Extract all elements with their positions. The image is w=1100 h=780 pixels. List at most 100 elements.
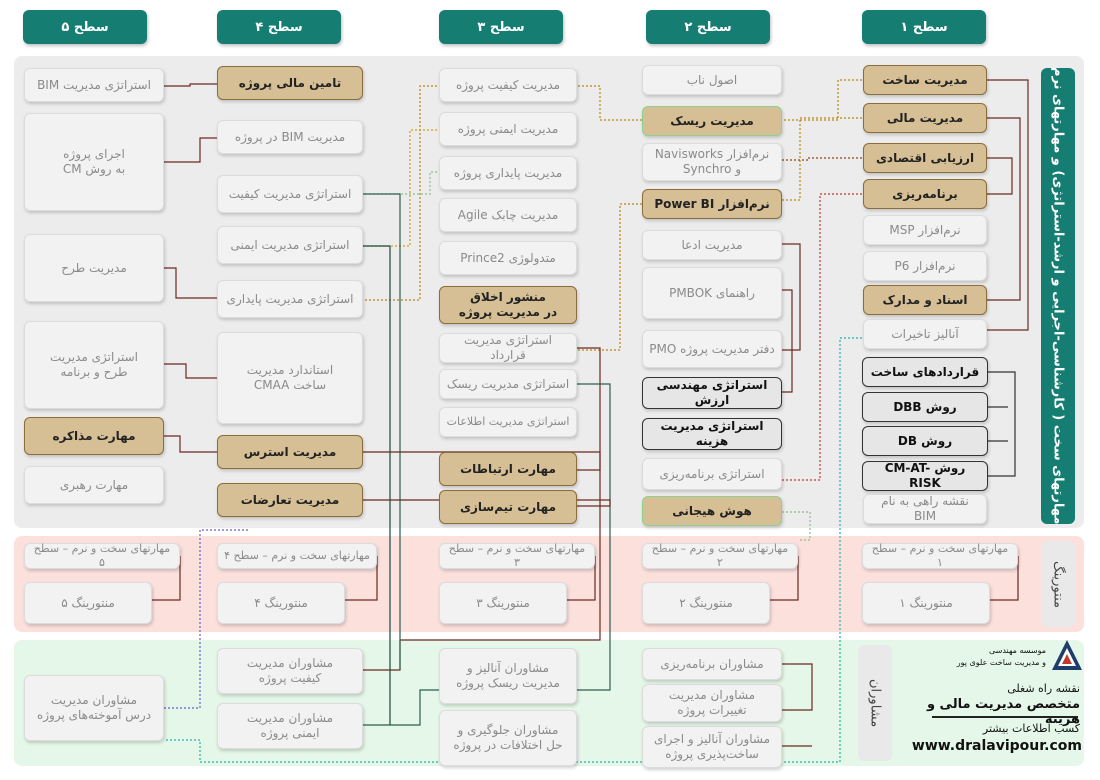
company-logo [1050,638,1084,672]
connector-line [990,556,1019,601]
node-planning: برنامه‌ریزی [863,179,987,209]
node-power-bi: نرم‌افزار Power BI [642,189,782,219]
node-pmo: دفتر مدیریت پروژه PMO [642,330,782,368]
node-sustainability-management-strategy: استراتژی مدیریت پایداری [217,280,363,318]
connector-line [782,193,862,481]
node-project-sustainability-management: مدیریت پایداری پروژه [439,156,577,190]
node-bim-in-project: مدیریت BIM در پروژه [217,120,363,154]
connector-line [345,556,378,601]
mentoring-skills-level-3: مهارتهای سخت و نرم – سطح ۳ [439,542,595,569]
node-plan-management: مدیریت طرح [24,234,164,302]
node-conflict-management: مدیریت تعارضات [217,483,363,517]
mentoring-skills-level-4: مهارتهای سخت و نرم – سطح ۴ [217,543,377,569]
level-4-header: سطح ۴ [217,10,341,44]
mentoring-label: منتورینگ [1041,541,1075,627]
node-bim-management-strategy: استراتژی مدیریت BIM [24,68,164,102]
connector-line [770,556,799,601]
node-pmbok-guide: راهنمای PMBOK [642,267,782,319]
node-quality-management-strategy: استراتژی مدیریت کیفیت [217,175,363,213]
mentoring-4: منتورینگ ۴ [217,582,345,624]
connector-line [782,157,862,161]
connector-line [152,556,181,601]
node-agile-management: مدیریت چابک Agile [439,198,577,232]
connector-line [987,117,1021,301]
node-emotional-intelligence: هوش هیجانی [642,496,782,526]
mentoring-skills-level-2: مهارتهای سخت و نرم – سطح ۲ [642,542,798,569]
connector-line [164,529,250,709]
node-risk-management-strategy: استراتژی مدیریت ریسک [439,369,577,399]
connector-line [782,663,813,711]
connector-line [988,371,1016,477]
node-lean-principles: اصول ناب [642,65,782,95]
node-bim-roadmap: نقشه راهی به نام BIM [863,494,987,524]
node-delay-analysis: آنالیز تاخیرات [863,319,987,349]
node-risk-management: مدیریت ریسک [642,106,782,136]
connector-line [782,243,801,351]
node-value-engineering-strategy: استراتژی مهندسی ارزش [642,377,782,409]
node-cmaa-standard: استاندارد مدیریت ساخت CMAA [217,332,363,424]
node-financial-management: مدیریت مالی [863,103,987,133]
mentoring-3: منتورینگ ۳ [439,582,567,624]
node-db-method: روش DB [862,426,988,456]
node-leadership-skill: مهارت رهبری [24,466,164,504]
connector-line [782,117,862,201]
level-2-header: سطح ۲ [646,10,770,44]
mentoring-skills-level-1: مهارتهای سخت و نرم – سطح ۱ [862,542,1018,569]
connector-line [577,85,642,121]
node-cost-management-strategy: استراتژی مدیریت هزینه [642,418,782,450]
roadmap-label: نقشه راه شغلی [1007,682,1080,695]
node-ethics-charter: منشور اخلاق در مدیریت پروژه [439,286,577,324]
node-cm-at-risk-method: روش CM-AT-RISK [862,461,988,491]
connector-line [987,157,1013,195]
mentoring-2: منتورینگ ۲ [642,582,770,624]
connector-line [363,347,601,671]
node-information-management-strategy: استراتژی مدیریت اطلاعات [439,407,577,437]
consultant-dispute-prevention: مشاوران جلوگیری و حل اختلافات در پروژه [439,710,577,766]
info-divider [932,716,1078,718]
mentoring-5: منتورینگ ۵ [24,582,152,624]
node-documents: اسناد و مدارک [863,285,987,315]
level-3-header: سطح ۳ [439,10,563,44]
more-info-label: کسب اطلاعات بیشتر [982,722,1080,735]
consultant-change-management: مشاوران مدیریت تغییرات پروژه [642,684,782,722]
consultant-lessons-learned: مشاوران مدیریت درس آموخته‌های پروژه [24,675,164,741]
connector-line [782,289,793,393]
level-1-header: سطح ۱ [862,10,986,44]
consultant-risk-analysis: مشاوران آنالیز و مدیریت ریسک پروژه [439,648,577,704]
consulting-label: مشاوران [858,645,892,761]
connector-line [363,245,391,725]
mentoring-1: منتورینگ ۱ [862,582,990,624]
node-economic-evaluation: ارزیابی اقتصادی [863,143,987,173]
node-team-building-skill: مهارت تیم‌سازی [439,490,577,524]
connector-line [577,203,642,351]
connector-line [782,79,862,121]
node-communication-skill: مهارت ارتباطات [439,452,577,486]
node-negotiation-skill: مهارت مذاکره [24,417,164,455]
consultant-planning: مشاوران برنامه‌ریزی [642,648,782,680]
roadmap-title: متخصص مدیریت مالی و هزینه [926,697,1080,727]
node-safety-management-strategy: استراتژی مدیریت ایمنی [217,226,363,264]
node-msp-software: نرم‌افزار MSP [863,215,987,245]
node-construction-contracts: قراردادهای ساخت [862,357,988,387]
connector-line [782,511,811,541]
hard-soft-skills-label: مهارتهای سخت ( کارشناسی-اجرایی و ارشد-اس… [1041,67,1075,525]
node-project-financing: تامین مالی پروژه [217,66,363,100]
node-project-safety-management: مدیریت ایمنی پروژه [439,112,577,146]
mentoring-skills-level-5: مهارتهای سخت و نرم – سطح ۵ [24,542,180,569]
node-plan-program-strategy: استراتژی مدیریت طرح و برنامه [24,321,164,409]
connector-line [363,85,577,301]
level-5-header: سطح ۵ [23,10,147,44]
connector-line [363,129,577,247]
node-p6-software: نرم‌افزار P6 [863,251,987,281]
consultant-quality-management: مشاوران مدیریت کیفیت پروژه [217,648,363,694]
node-contract-management-strategy: استراتژی مدیریت قرارداد [439,333,577,363]
node-stress-management: مدیریت استرس [217,435,363,469]
connector-line [567,556,596,601]
node-dbb-method: روش DBB [862,392,988,422]
website-link[interactable]: www.dralavipour.com [911,738,1082,754]
logo-line-1: موسسه مهندسی [988,646,1046,655]
consultant-constructability: مشاوران آنالیز و اجرای ساخت‌پذیری پروژه [642,726,782,768]
node-claims-management: مدیریت ادعا [642,230,782,260]
node-navisworks-synchro: نرم‌افزار Navisworks و Synchro [642,143,782,181]
consultant-safety-management: مشاوران مدیریت ایمنی پروژه [217,703,363,749]
